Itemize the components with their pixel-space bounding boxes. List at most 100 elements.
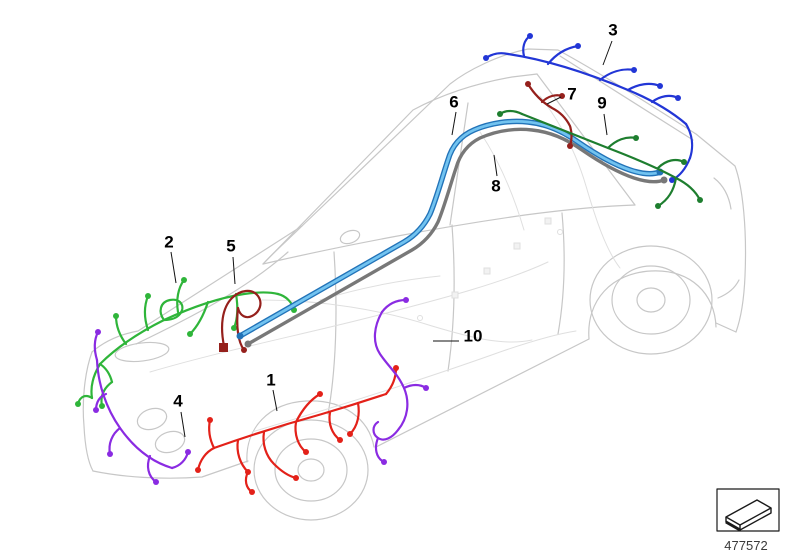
wire-segment	[520, 112, 702, 202]
car-bumper-bottom	[92, 460, 249, 479]
wire-segment	[506, 52, 688, 126]
cable-core	[238, 120, 662, 338]
callout-label[interactable]: 1	[266, 370, 275, 389]
connector-dot	[497, 111, 503, 117]
rear-wheel-outer	[589, 245, 713, 355]
connector-dot	[245, 469, 251, 475]
callout-6[interactable]: 6	[449, 92, 459, 136]
connector-dot	[181, 277, 187, 283]
wire-segment	[498, 109, 524, 116]
wire-segment	[90, 362, 102, 400]
leader-line	[272, 389, 278, 412]
car-body	[82, 48, 747, 521]
wire-segment	[598, 68, 636, 82]
harness-7-rear-dark-red	[525, 81, 573, 149]
car-near-a-pillar-roof	[262, 73, 538, 265]
callout-1[interactable]: 1	[266, 370, 278, 412]
leader-line	[180, 411, 186, 438]
callout-label[interactable]: 9	[597, 93, 606, 112]
connector-dot	[423, 385, 429, 391]
wire-segment	[348, 401, 360, 436]
connector-dot	[303, 449, 309, 455]
car-rear-bumper-crease	[717, 279, 740, 299]
connector-dot	[657, 83, 663, 89]
harness-3-rear-blue	[483, 33, 694, 183]
wire-segment	[546, 44, 580, 66]
direction-of-travel-icon	[716, 488, 780, 532]
loom-segment	[251, 330, 577, 433]
callout-label[interactable]: 3	[608, 20, 617, 39]
harness-5-cowl-dark-red	[219, 289, 262, 353]
connector-dot	[381, 459, 387, 465]
car-mirror	[339, 229, 361, 245]
wire-segment	[114, 314, 128, 346]
loom-connector	[451, 291, 459, 299]
callout-7[interactable]: 7	[546, 84, 577, 105]
wire-segment	[262, 430, 298, 480]
icon-wedge-side	[739, 508, 772, 531]
connector-dot	[681, 159, 687, 165]
connector-dot	[337, 437, 343, 443]
connector-dot	[317, 391, 323, 397]
part-number: 477572	[724, 538, 767, 553]
car-rear-lower	[715, 322, 737, 333]
callouts-group: 1 2 3 4 5 6 7 8	[164, 20, 618, 438]
front-wheel-inner	[274, 438, 348, 502]
connector-dot	[483, 55, 489, 61]
wire-segment	[522, 34, 532, 58]
wire-segment	[380, 298, 408, 314]
loom-connector	[483, 267, 491, 275]
connector-dot	[75, 401, 81, 407]
callout-label[interactable]: 10	[464, 326, 483, 345]
wire-segment	[143, 294, 150, 332]
car-rocker-line	[375, 338, 590, 448]
wire-segment	[526, 82, 573, 148]
callout-label[interactable]: 7	[567, 84, 576, 103]
wire-segment	[656, 158, 686, 170]
wire-segment	[626, 82, 662, 92]
car-beltline	[262, 204, 636, 265]
loom-segment	[539, 95, 621, 269]
wire-segment	[93, 330, 100, 362]
connector-dot	[249, 489, 255, 495]
callout-3[interactable]: 3	[602, 20, 618, 66]
front-wheel-outer	[253, 419, 369, 521]
callout-4[interactable]: 4	[173, 391, 186, 438]
harness-6-roof-cable-cyan	[236, 118, 664, 340]
callout-label[interactable]: 5	[226, 236, 235, 255]
connector-dot	[567, 143, 573, 149]
loom-node	[557, 229, 563, 235]
callout-label[interactable]: 2	[164, 232, 173, 251]
wire-segment	[650, 94, 680, 104]
callout-10[interactable]: 10	[433, 326, 482, 345]
loom-connector	[513, 242, 521, 250]
connector-dot	[393, 365, 399, 371]
connector-dot	[669, 177, 675, 183]
connector-dot	[93, 407, 99, 413]
wire-segment	[108, 426, 122, 456]
callout-2[interactable]: 2	[164, 232, 177, 284]
connector-dot	[244, 340, 252, 348]
leader-line	[232, 256, 236, 285]
wire-segment	[294, 420, 308, 454]
callout-label[interactable]: 4	[173, 391, 183, 410]
callout-5[interactable]: 5	[226, 236, 236, 285]
connector-dot	[241, 347, 247, 353]
front-wheel-hub	[297, 458, 325, 482]
callout-label[interactable]: 8	[491, 176, 500, 195]
leader-line	[602, 40, 613, 66]
harness-4-front-purple	[93, 329, 191, 485]
loom-segment	[479, 131, 525, 231]
car-front-door-edge	[327, 251, 337, 415]
callout-8[interactable]: 8	[491, 154, 501, 195]
callout-9[interactable]: 9	[597, 93, 608, 136]
wire-loop	[159, 298, 184, 322]
connector-dot	[525, 81, 531, 87]
wire-segment	[402, 383, 428, 390]
leader-line	[493, 154, 498, 177]
callout-label[interactable]: 6	[449, 92, 458, 111]
wire-segment	[196, 446, 216, 472]
harness-1-bumper-red	[195, 365, 399, 495]
car-door-split	[447, 224, 455, 372]
